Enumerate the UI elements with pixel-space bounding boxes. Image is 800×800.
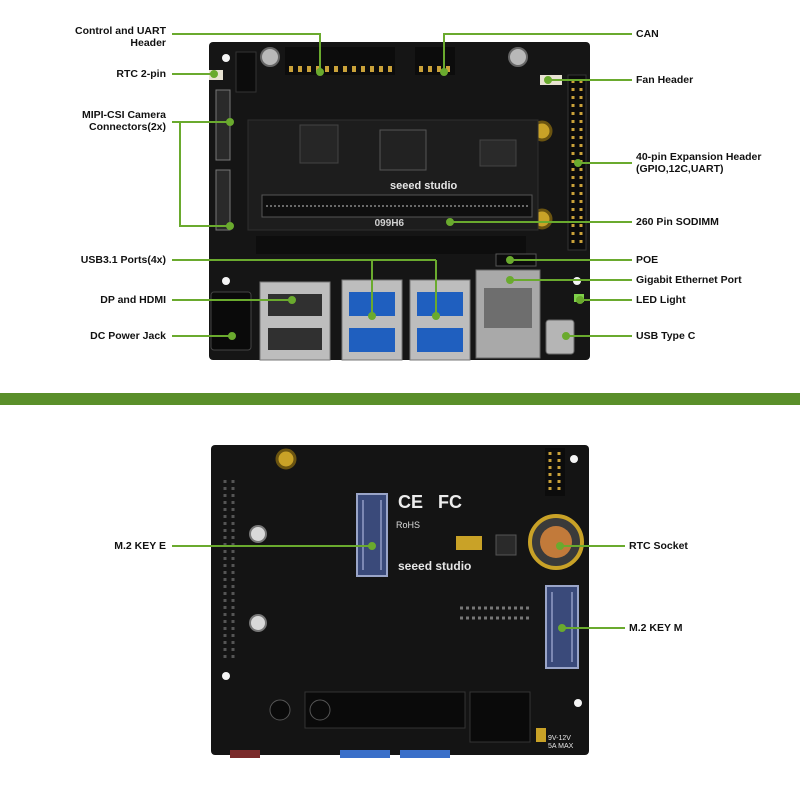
rohs-mark: RoHS: [396, 520, 420, 530]
mount-hole: [574, 699, 582, 707]
can-header: [415, 47, 455, 75]
ce-mark: CE: [398, 492, 423, 512]
top-mirrored-text: 9H660: [374, 216, 404, 227]
label-control-uart: Control and UART Header: [75, 25, 166, 49]
header-pins-small: [235, 51, 257, 93]
mount-hole: [222, 54, 230, 62]
mount-hole: [249, 525, 267, 543]
mipi-csi-connector-2: [215, 169, 231, 231]
mount-hole: [275, 448, 297, 470]
section-divider: [0, 393, 800, 405]
bottom-board: [211, 445, 589, 755]
mount-hole: [222, 672, 230, 680]
label-rtc-2pin: RTC 2-pin: [116, 68, 166, 80]
label-rtc-socket: RTC Socket: [629, 540, 688, 552]
power-rating-text: 9V-12V 5A MAX: [548, 735, 574, 750]
label-m2-key-m: M.2 KEY M: [629, 622, 683, 634]
m2-key-e-slot: [356, 493, 388, 577]
label-poe: POE: [636, 254, 659, 266]
label-dp-hdmi: DP and HDMI: [100, 294, 166, 306]
label-usb31: USB3.1 Ports(4x): [80, 254, 166, 266]
label-mipi-csi: MIPI-CSI Camera Connectors(2x): [81, 109, 166, 133]
mount-hole: [508, 47, 528, 67]
mount-hole: [570, 455, 578, 463]
label-sodimm: 260 Pin SODIMM: [636, 216, 719, 228]
label-usb-type-c: USB Type C: [636, 330, 696, 342]
sodimm-module: seeed studio 9H660: [247, 119, 539, 231]
leader-control-uart: [172, 33, 321, 72]
gigabit-ethernet-jack: [475, 269, 541, 359]
label-m2-key-e: M.2 KEY E: [114, 540, 166, 552]
leader-mipi-csi: [172, 121, 230, 227]
label-fan-header: Fan Header: [636, 74, 694, 86]
leader-can: [443, 33, 632, 72]
label-dc-power: DC Power Jack: [90, 330, 166, 342]
mount-hole: [260, 47, 280, 67]
mount-hole: [222, 277, 230, 285]
label-can: CAN: [636, 28, 659, 40]
bottom-board-photo: CE FC RoHS seeed studio 9V-12V 5A MAX: [211, 445, 589, 758]
fc-mark: FC: [438, 492, 462, 512]
top-brand-text: seeed studio: [390, 180, 458, 192]
top-board-photo: seeed studio 9H660: [209, 42, 590, 361]
bottom-brand-text: seeed studio: [398, 559, 471, 573]
mount-hole: [249, 614, 267, 632]
label-led-light: LED Light: [636, 294, 686, 306]
label-gigabit-ethernet: Gigabit Ethernet Port: [636, 274, 742, 286]
usb31-port-stack-2: [409, 279, 471, 361]
label-expansion-40pin: 40-pin Expansion Header (GPIO,12C,UART): [636, 151, 762, 175]
dp-hdmi-ports: [259, 281, 331, 361]
rtc-battery-socket: [528, 514, 584, 570]
